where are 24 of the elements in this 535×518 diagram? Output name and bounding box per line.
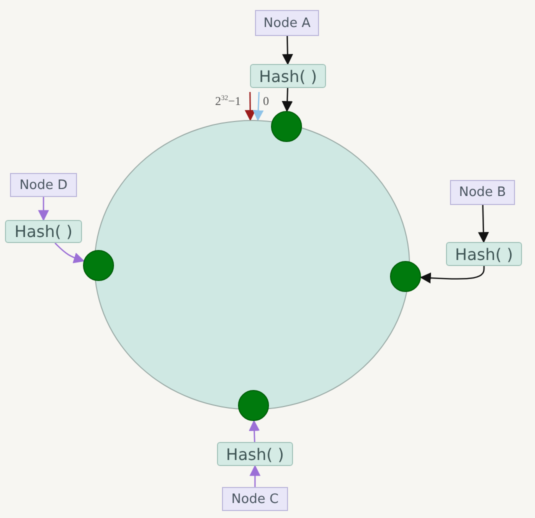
server-node-box: Node A [255, 10, 319, 36]
position-label: 2$^{32}$−1 [206, 92, 250, 110]
arrow [248, 420, 260, 442]
server-node-box: Node C [222, 487, 288, 511]
hash-function-box: Hash( ) [5, 220, 82, 243]
arrow [54, 242, 85, 264]
position-label: 0 [259, 92, 273, 110]
arrow [282, 88, 293, 112]
node-dot [238, 390, 269, 421]
hash-function-box: Hash( ) [217, 442, 293, 466]
arrow [252, 92, 264, 122]
arrow [250, 464, 260, 487]
node-dot [271, 111, 302, 142]
arrow [282, 36, 294, 66]
arrow [420, 266, 485, 284]
arrow [38, 197, 49, 222]
arrow [244, 92, 256, 122]
server-node-box: Node D [10, 173, 77, 197]
node-dot [83, 250, 114, 281]
server-node-box: Node B [450, 180, 515, 205]
hash-function-box: Hash( ) [446, 242, 522, 266]
hash-function-box: Hash( ) [250, 64, 326, 88]
arrow [478, 204, 489, 244]
node-dot [390, 261, 421, 292]
